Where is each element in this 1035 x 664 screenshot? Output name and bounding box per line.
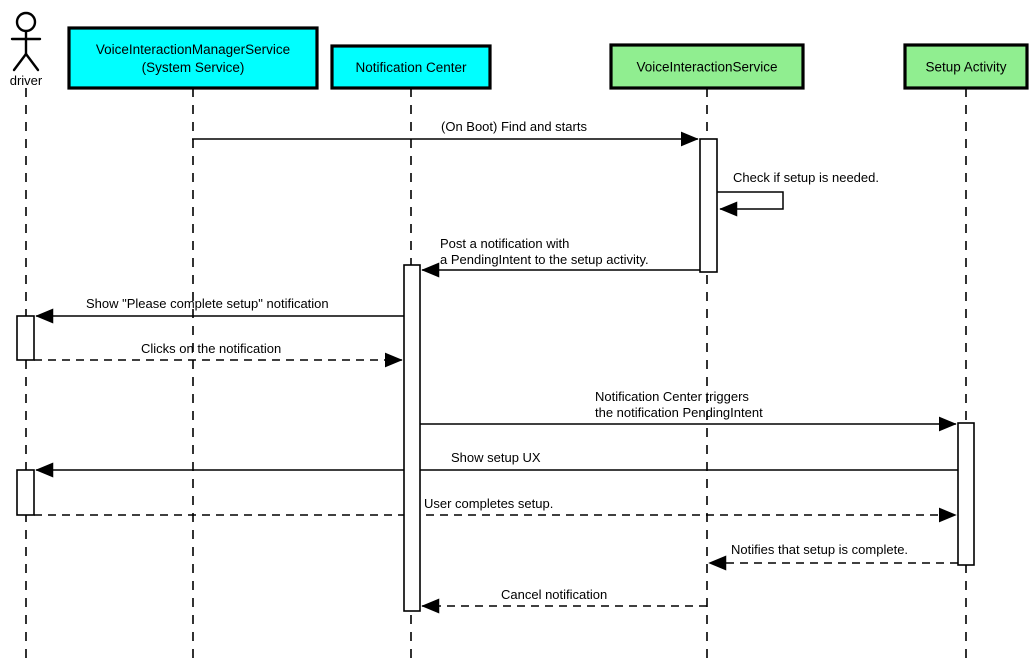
- participant-vims[interactable]: VoiceInteractionManagerService (System Se…: [67, 26, 319, 90]
- participant-setup_activity[interactable]: Setup Activity: [903, 43, 1029, 90]
- activation-bar-vis: [699, 138, 718, 273]
- message-msg-2[interactable]: Check if setup is needed.: [717, 170, 879, 217]
- message-label: a PendingIntent to the setup activity.: [440, 252, 649, 267]
- activation-bar-setup_activity: [957, 422, 975, 566]
- participant-label-driver: driver: [10, 73, 43, 88]
- message-label: Clicks on the notification: [141, 341, 281, 356]
- message-label: Show setup UX: [451, 450, 541, 465]
- participant-box-setup_activity[interactable]: [903, 43, 1029, 90]
- message-label: User completes setup.: [424, 496, 553, 511]
- activations-group: [16, 138, 975, 612]
- message-msg-5[interactable]: Clicks on the notification: [34, 341, 403, 368]
- participant-box-vims[interactable]: [67, 26, 319, 90]
- message-msg-8[interactable]: User completes setup.: [34, 496, 957, 523]
- participants-group: driver VoiceInteractionManagerService (Sys…: [10, 11, 1029, 90]
- participant-label-vims: VoiceInteractionManagerService: [96, 42, 290, 57]
- message-msg-10[interactable]: Cancel notification: [421, 587, 707, 614]
- participant-notification_center[interactable]: Notification Center: [330, 44, 492, 90]
- message-label: Notifies that setup is complete.: [731, 542, 908, 557]
- participant-label-notification_center: Notification Center: [355, 60, 467, 75]
- participant-label-vis: VoiceInteractionService: [636, 60, 777, 75]
- message-label: Show "Please complete setup" notificatio…: [86, 296, 329, 311]
- message-label: Cancel notification: [501, 587, 607, 602]
- participant-box-vis[interactable]: [609, 43, 805, 90]
- message-msg-1[interactable]: (On Boot) Find and starts: [192, 119, 699, 147]
- message-label: the notification PendingIntent: [595, 405, 763, 420]
- message-label: Check if setup is needed.: [733, 170, 879, 185]
- message-label: Post a notification with: [440, 236, 569, 251]
- message-label: Notification Center triggers: [595, 389, 749, 404]
- activation-bar-driver: [16, 469, 35, 516]
- activation-bar-notification_center: [403, 264, 421, 612]
- activation-bar-driver: [16, 315, 35, 361]
- participant-label-setup_activity: Setup Activity: [925, 60, 1006, 75]
- message-msg-9[interactable]: Notifies that setup is complete.: [708, 542, 958, 571]
- participant-box-notification_center[interactable]: [330, 44, 492, 90]
- message-arrow-self: [717, 191, 784, 217]
- actor-figure-icon: [10, 11, 42, 72]
- message-msg-4[interactable]: Show "Please complete setup" notificatio…: [35, 296, 404, 324]
- participant-label-vims: (System Service): [142, 60, 245, 75]
- message-label: (On Boot) Find and starts: [441, 119, 587, 134]
- message-msg-7[interactable]: Show setup UX: [35, 450, 958, 478]
- participant-driver[interactable]: driver: [10, 11, 43, 88]
- participant-vis[interactable]: VoiceInteractionService: [609, 43, 805, 90]
